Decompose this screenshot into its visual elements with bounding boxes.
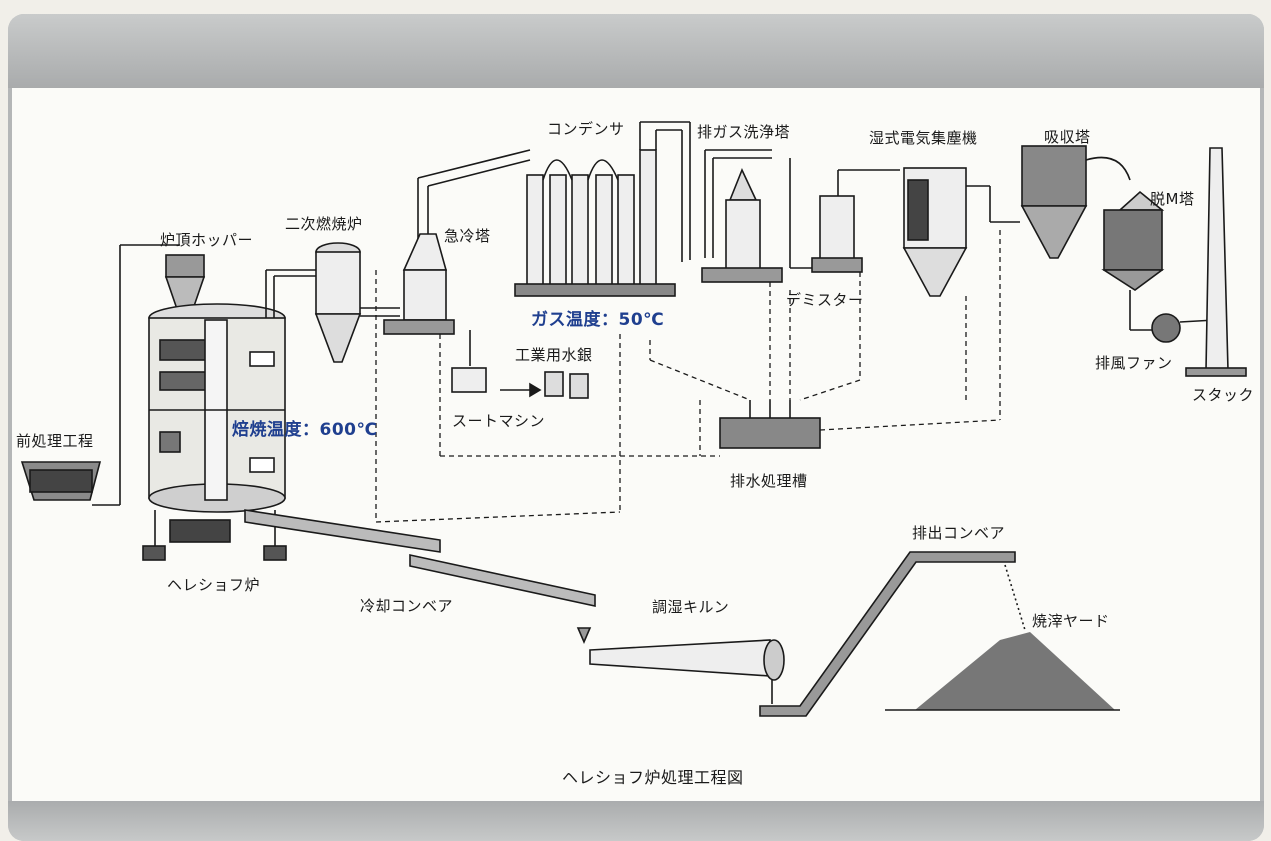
label-absorber: 吸収塔 bbox=[1044, 128, 1091, 146]
top-hopper bbox=[164, 254, 206, 313]
label-humidity-kiln: 調湿キルン bbox=[652, 598, 730, 616]
demercury-tower bbox=[1101, 190, 1165, 330]
pretreatment-hopper bbox=[20, 244, 180, 506]
residue-pile bbox=[885, 564, 1120, 711]
label-pretreatment: 前処理工程 bbox=[16, 432, 94, 450]
label-gas-scrubber: 排ガス洗浄塔 bbox=[697, 123, 791, 141]
wet-esp bbox=[902, 167, 1020, 297]
label-exhaust-fan: 排風ファン bbox=[1095, 354, 1173, 372]
label-secondary-combustor: 二次燃焼炉 bbox=[285, 215, 363, 233]
label-demercury-tower: 脱M塔 bbox=[1150, 190, 1195, 208]
stack bbox=[1185, 147, 1247, 377]
label-demister: デミスター bbox=[786, 291, 864, 309]
wastewater-tank bbox=[719, 400, 821, 449]
roast-temperature: 焙焼温度：600℃ bbox=[232, 420, 378, 440]
label-top-hopper: 炉頂ホッパー bbox=[160, 231, 254, 249]
label-discharge-conveyor: 排出コンベア bbox=[912, 524, 1006, 542]
humidity-kiln bbox=[576, 627, 785, 704]
demister bbox=[789, 158, 900, 273]
cooling-conveyor bbox=[244, 509, 596, 607]
label-cooling-conveyor: 冷却コンベア bbox=[360, 597, 454, 615]
label-industrial-mercury: 工業用水銀 bbox=[515, 346, 593, 364]
soot-machine bbox=[451, 330, 589, 399]
exhaust-fan bbox=[1130, 313, 1216, 343]
label-stack: スタック bbox=[1192, 386, 1255, 404]
label-residue-yard: 焼滓ヤード bbox=[1032, 612, 1110, 630]
label-condenser: コンデンサ bbox=[547, 120, 625, 138]
quench-tower bbox=[383, 149, 531, 335]
condenser bbox=[514, 121, 691, 297]
secondary-combustor bbox=[314, 242, 400, 363]
discharge-conveyor bbox=[759, 551, 1016, 717]
label-quench-tower: 急冷塔 bbox=[444, 227, 491, 245]
drain-lines bbox=[375, 230, 1001, 523]
bottom-band bbox=[8, 801, 1264, 841]
gas-temperature: ガス温度：50℃ bbox=[531, 310, 665, 330]
gas-scrubber bbox=[701, 149, 783, 283]
herreshoff-furnace bbox=[142, 303, 287, 561]
label-wastewater-tank: 排水処理槽 bbox=[730, 472, 808, 490]
top-band bbox=[8, 14, 1264, 88]
absorber bbox=[1020, 145, 1131, 259]
label-soot-machine: スートマシン bbox=[452, 412, 546, 430]
diagram-caption: ヘレショフ炉処理工程図 bbox=[562, 768, 744, 787]
label-herreshoff-furnace: ヘレショフ炉 bbox=[167, 576, 261, 594]
label-wet-esp: 湿式電気集塵機 bbox=[869, 129, 978, 147]
